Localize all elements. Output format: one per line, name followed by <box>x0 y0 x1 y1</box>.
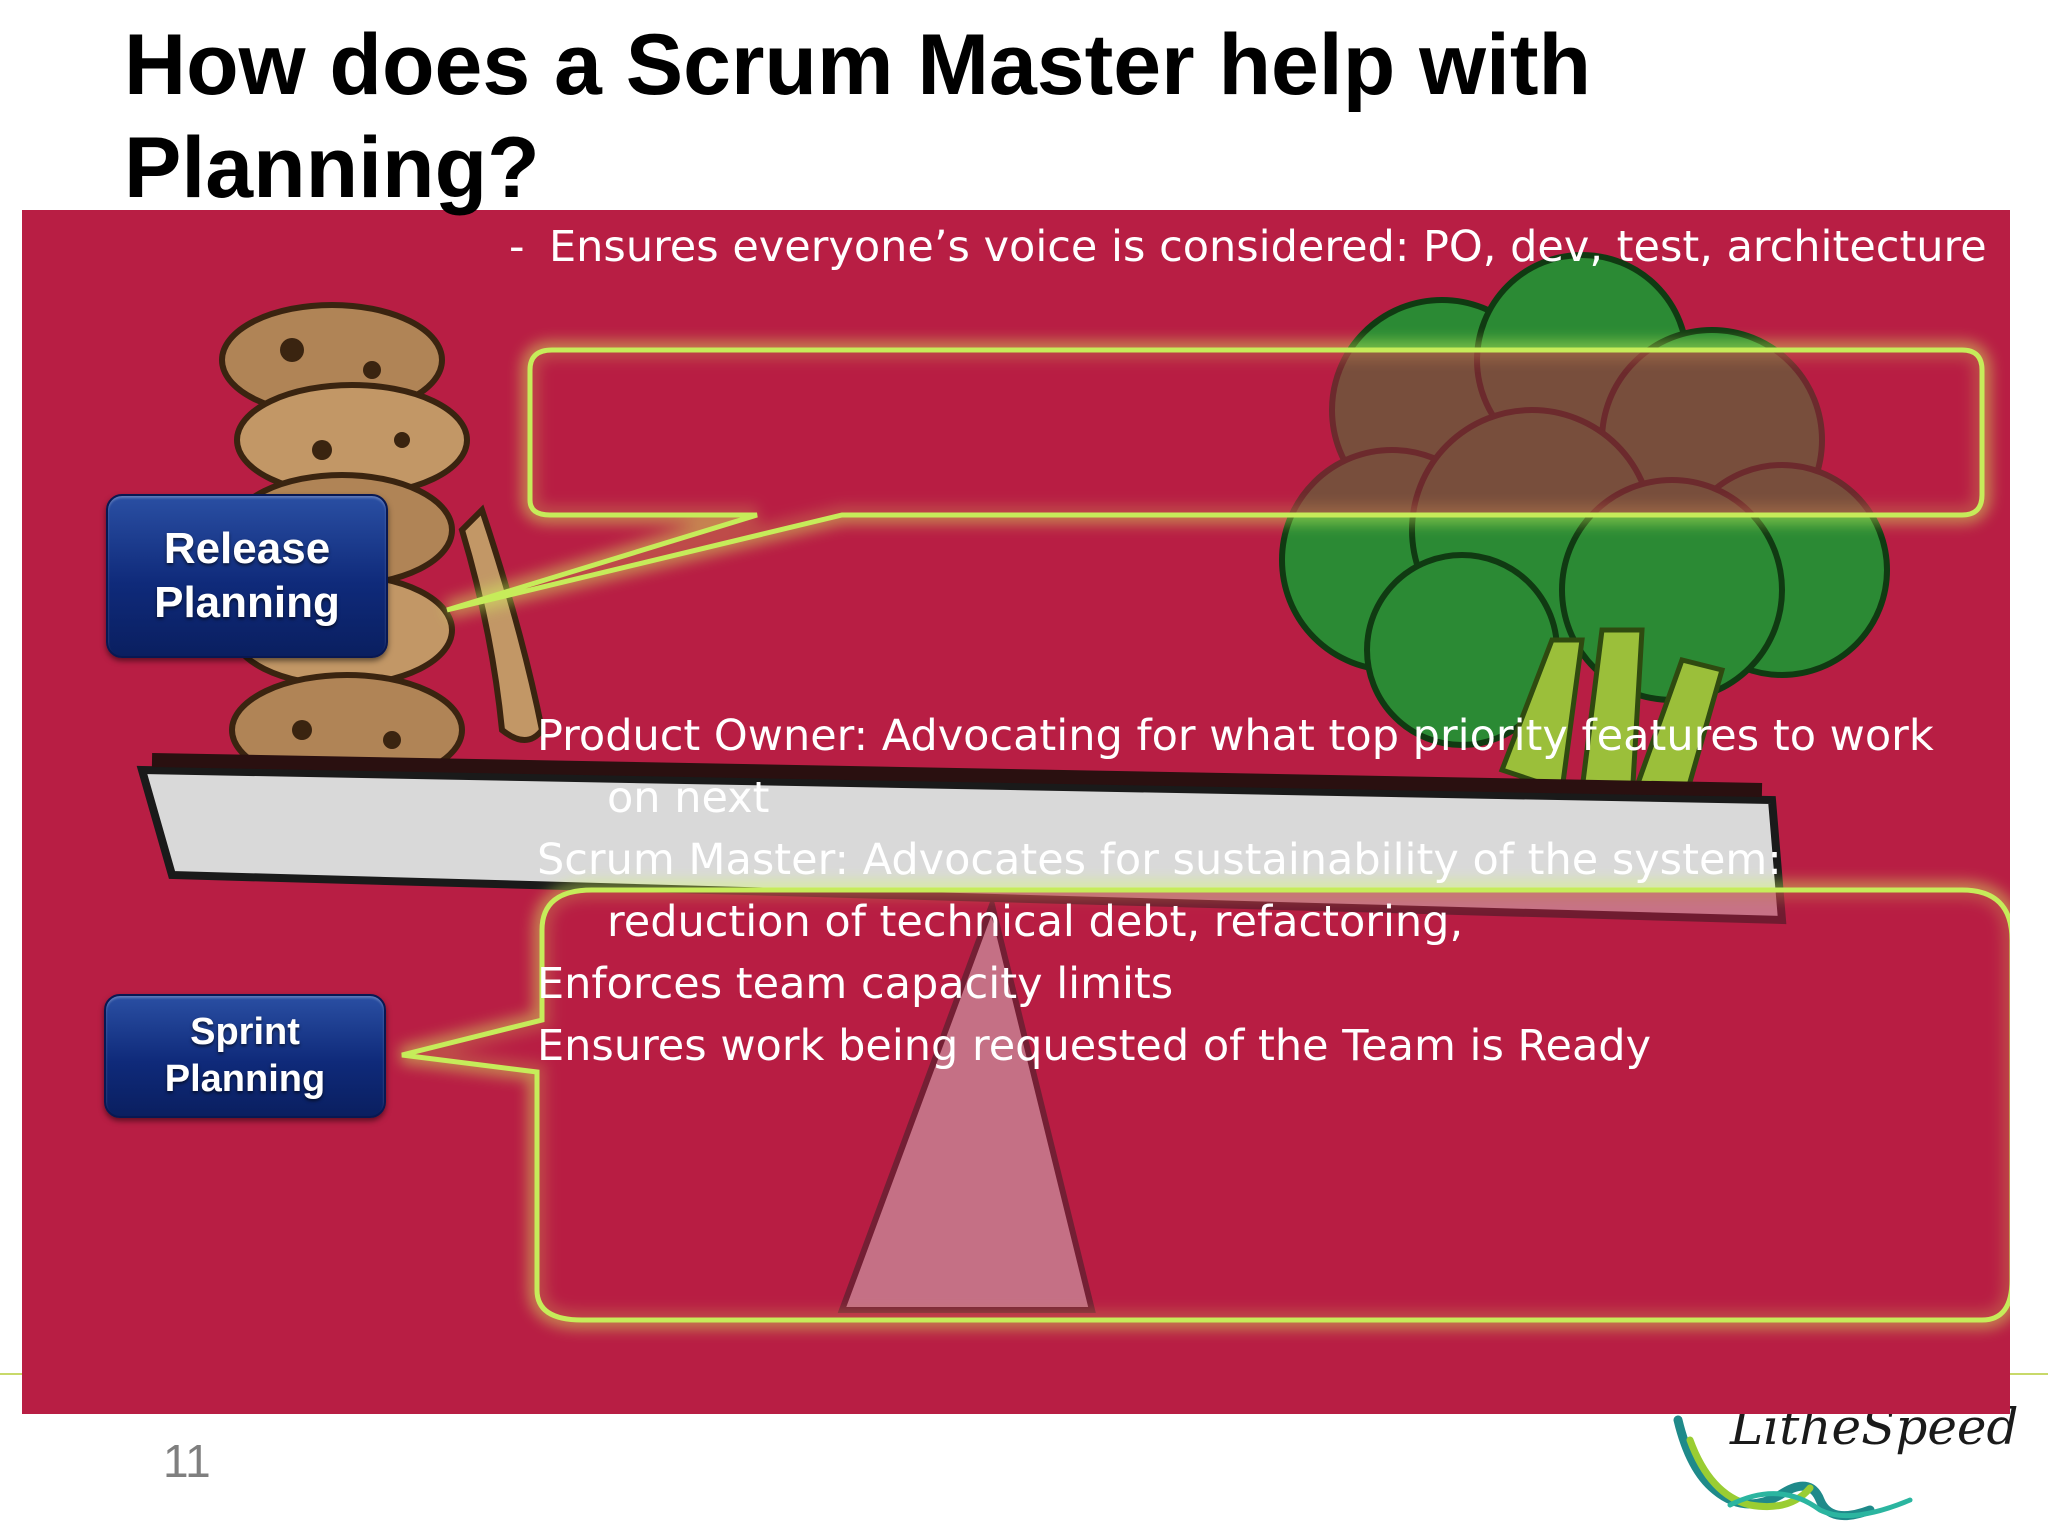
sprint-speech-bubble <box>399 881 2010 1329</box>
sprint-item-4: Ensures work being requested of the Team… <box>537 1021 1652 1071</box>
release-bullet-2: -Ensures everyone’s voice is considered:… <box>509 222 1987 272</box>
lithespeed-logo-icon <box>1673 1415 1913 1521</box>
release-bubble-text: -Ensuring all voices are represented -En… <box>509 154 1987 278</box>
release-planning-label: Release Planning <box>106 494 388 658</box>
sprint-bubble-text: Product Owner: Advocating for what top p… <box>537 705 1977 1077</box>
seesaw-icon <box>136 252 2010 1329</box>
seesaw-illustration <box>22 210 2010 1414</box>
sprint-item-3: Enforces team capacity limits <box>537 959 1174 1009</box>
slide-number: 11 <box>163 1435 211 1487</box>
sprint-planning-label: Sprint Planning <box>104 994 386 1118</box>
release-bullet-1: -Ensuring all voices are represented <box>509 160 1309 210</box>
release-speech-bubble <box>444 341 1991 619</box>
sprint-item-2: Scrum Master: Advocates for sustainabili… <box>537 835 1782 947</box>
slide-title: How does a Scrum Master help with Planni… <box>124 17 1592 216</box>
sprint-item-1: Product Owner: Advocating for what top p… <box>537 711 1934 823</box>
